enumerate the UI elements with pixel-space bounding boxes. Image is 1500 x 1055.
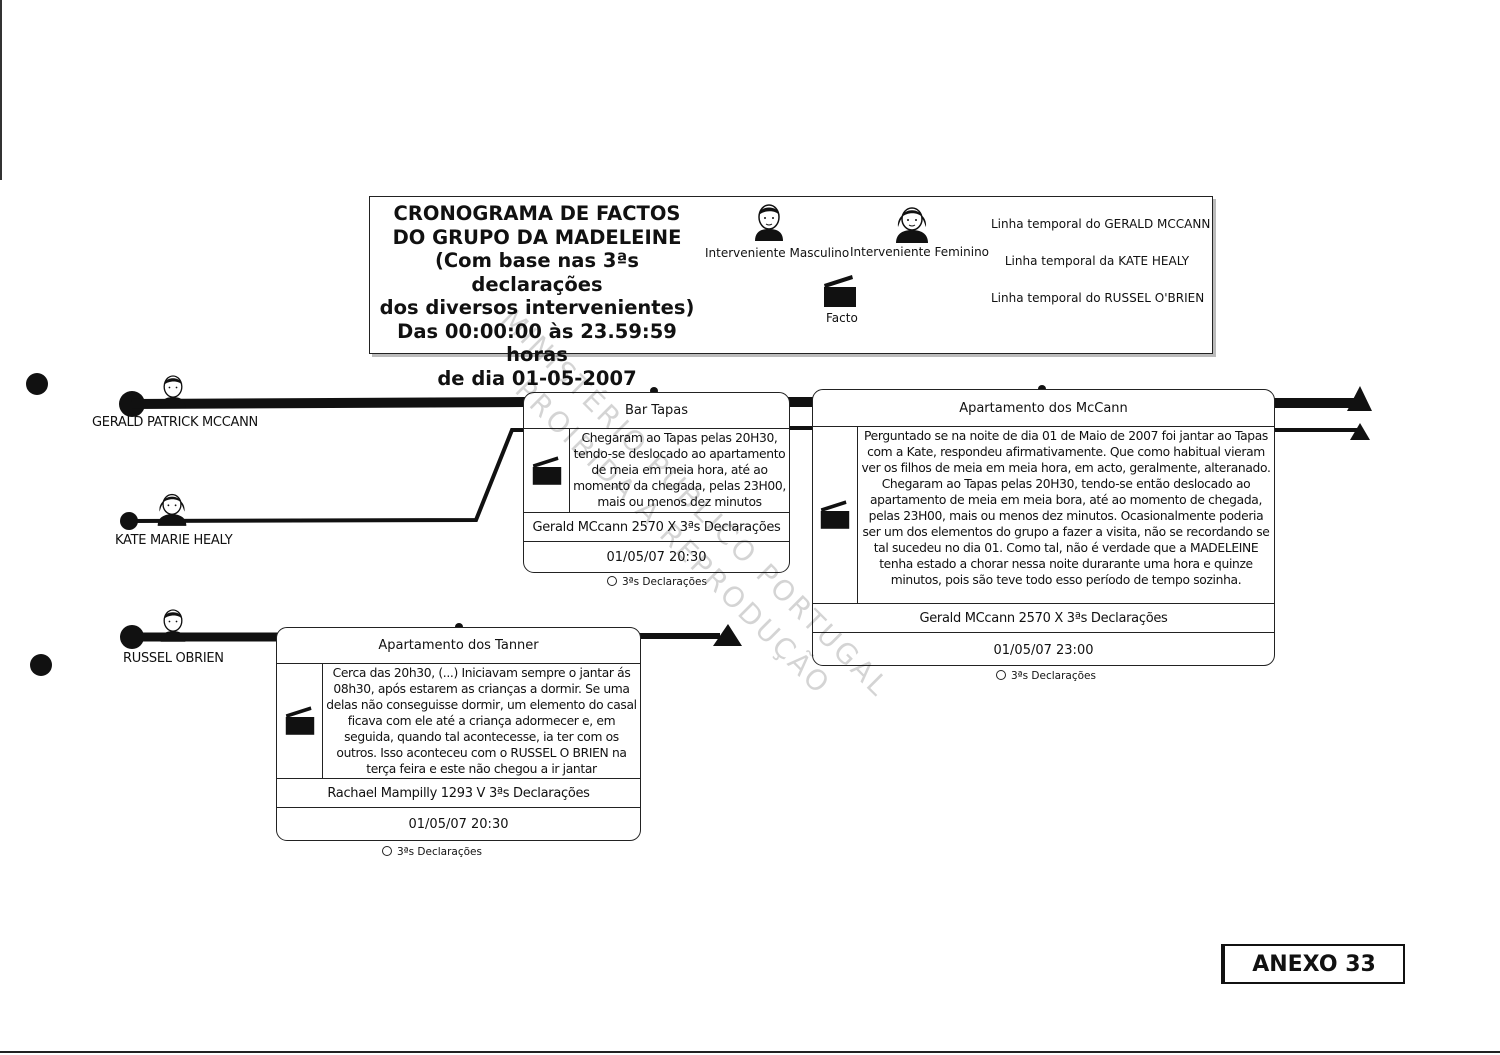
punch-hole-top [26,373,48,395]
fact-card-apartamento-mccann: Apartamento dos McCann Perguntado se na … [812,389,1275,666]
fact-card-bar-tapas: Bar Tapas Chegaram ao Tapas pelas 20H30,… [523,392,790,573]
female-person-icon [157,493,187,526]
fact-card-text: Chegaram ao Tapas pelas 20H30, tendo-se … [573,431,786,509]
person-name-kate: KATE MARIE HEALY [115,533,233,548]
legend-title-line: (Com base nas 3ªs declarações [434,249,640,296]
legend-male-label: Interveniente Masculino [705,246,850,260]
russel-timeline-arrow [713,624,742,646]
fact-card-datetime: 01/05/07 20:30 [408,817,509,832]
legend-title-line: dos diversos intervenientes) [379,296,695,319]
fact-card-source: Gerald MCcann 2570 X 3ªs Declarações [813,604,1274,633]
legend-box [369,196,1213,354]
fact-card-source: Gerald MCcann 2570 X 3ªs Declarações [524,513,789,542]
fact-card-text: Perguntado se na noite de dia 01 de Maio… [861,429,1271,587]
fact-clapper-icon [532,455,561,485]
legend-title-line: CRONOGRAMA DE FACTOS [393,202,681,225]
legend-line-label-gerald: Linha temporal do GERALD MCCANN [991,217,1211,231]
kate-timeline [120,423,1370,530]
fact-card-caption: 3ªs Declarações [996,670,1096,682]
female-person-icon [896,207,928,243]
annex-label: ANEXO 33 [1221,944,1405,984]
male-person-icon [160,375,186,408]
male-person-icon [160,609,186,642]
circle-icon [382,846,392,856]
fact-card-datetime: 01/05/07 20:30 [606,550,707,565]
fact-clapper-icon [824,275,856,307]
russel-timeline [120,624,742,649]
fact-card-datetime: 01/05/07 23:00 [993,642,1094,658]
legend-female-label: Interveniente Feminino [850,245,990,259]
circle-icon [607,576,617,586]
fact-card-caption-text: 3ªs Declarações [1011,670,1096,682]
punch-hole-bottom [30,654,52,676]
kate-timeline-arrow [1350,423,1370,440]
fact-card-source: Rachael Mampilly 1293 V 3ªs Declarações [277,779,640,808]
person-name-russel: RUSSEL OBRIEN [123,651,224,666]
fact-card-title: Apartamento dos McCann [813,390,1274,427]
fact-card-text: Cerca das 20h30, (...) Iniciavam sempre … [326,666,637,776]
fact-clapper-icon [285,706,314,735]
gerald-timeline [119,386,1372,417]
circle-icon [996,670,1006,680]
legend-title-line: Das 00:00:00 às 23.59:59 horas [397,319,677,367]
fact-card-caption: 3ªs Declarações [607,576,707,588]
gerald-timeline-arrow [1347,386,1372,411]
male-person-icon [755,204,783,241]
legend-title: CRONOGRAMA DE FACTOS DO GRUPO DA MADELEI… [372,202,702,390]
fact-clapper-icon [820,500,850,529]
legend-line-label-kate: Linha temporal da KATE HEALY [1004,254,1190,268]
fact-card-title: Bar Tapas [524,393,789,429]
fact-card-caption: 3ªs Declarações [382,846,482,858]
fact-card-caption-text: 3ªs Declarações [397,846,482,858]
legend-line-label-russel: Linha temporal do RUSSEL O'BRIEN [991,291,1205,305]
legend-title-line: de dia 01-05-2007 [437,366,637,390]
fact-card-caption-text: 3ªs Declarações [622,576,707,588]
legend-title-line: DO GRUPO DA MADELEINE [392,225,682,249]
person-name-gerald: GERALD PATRICK MCCANN [92,415,258,430]
legend-fact-label: Facto [826,311,858,325]
fact-card-apartamento-tanner: Apartamento dos Tanner Cerca das 20h30, … [276,627,641,841]
fact-card-title: Apartamento dos Tanner [277,628,640,664]
